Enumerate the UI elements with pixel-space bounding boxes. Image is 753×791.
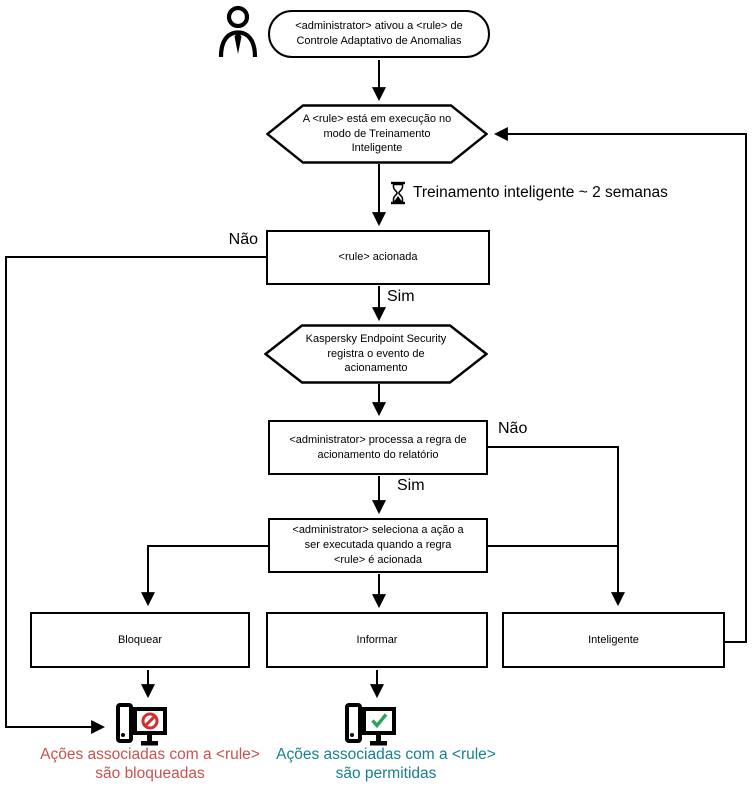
hourglass-icon [391, 181, 405, 205]
node-training-mode: A <rule> está em execução no modo de Tre… [266, 104, 488, 164]
outcome-blocked-text: Ações associadas com a <rule> são bloque… [30, 746, 270, 784]
node-registers-event-label: Kaspersky Endpoint Security registra o e… [305, 332, 447, 375]
edge-label-sim-top: Sim [387, 288, 415, 305]
connector-nao-right-to-smart [488, 446, 625, 607]
outcome-allowed-text: Ações associadas com a <rule> são permit… [266, 746, 506, 784]
prohibition-sign [141, 712, 159, 730]
edge-label-training-duration: Treinamento inteligente ~ 2 semanas [413, 184, 668, 201]
person-icon [218, 5, 258, 57]
node-block-label: Bloquear [117, 633, 163, 646]
outcome-blocked-line2: são bloqueadas [95, 764, 205, 782]
node-start-label: <administrator> ativou a <rule> de Contr… [295, 20, 463, 47]
node-training-mode-label: A <rule> está em execução no modo de Tre… [302, 112, 452, 155]
edge-label-nao-left: Não [228, 231, 258, 248]
node-smart: Inteligente [502, 612, 725, 668]
computer-blocked-icon [116, 703, 167, 746]
node-registers-event: Kaspersky Endpoint Security registra o e… [264, 324, 488, 384]
node-block: Bloquear [30, 612, 250, 668]
node-processes-rule: <administrator> processa a regra de acio… [268, 420, 488, 475]
outcome-allowed-line1: Ações associadas com a <rule> [276, 746, 496, 763]
hexagon-shape [266, 104, 488, 164]
node-rule-triggered: <rule> acionada [266, 230, 490, 285]
node-rule-triggered-label: <rule> acionada [338, 251, 418, 264]
computer-allowed-icon [345, 703, 396, 746]
check-mark [371, 713, 388, 729]
connector-selects-to-block [141, 545, 268, 607]
node-smart-label: Inteligente [588, 633, 639, 646]
outcome-blocked-line1: Ações associadas com a <rule> [40, 746, 260, 763]
node-selects-action: <administrator> seleciona a ação a ser e… [268, 518, 488, 573]
hexagon-shape [264, 324, 488, 384]
node-inform-label: Informar [356, 633, 398, 646]
edge-label-sim-bottom: Sim [397, 477, 425, 494]
connector-smart-feedback-loop [493, 127, 747, 643]
connector-nao-left-loop [5, 256, 266, 734]
node-inform: Informar [266, 612, 488, 668]
edge-label-nao-right: Não [498, 420, 528, 437]
outcome-allowed-line2: são permitidas [335, 764, 437, 782]
node-start: <administrator> ativou a <rule> de Contr… [268, 10, 490, 58]
node-processes-rule-label: <administrator> processa a regra de acio… [289, 433, 467, 461]
node-selects-action-label: <administrator> seleciona a ação a ser e… [292, 524, 464, 566]
